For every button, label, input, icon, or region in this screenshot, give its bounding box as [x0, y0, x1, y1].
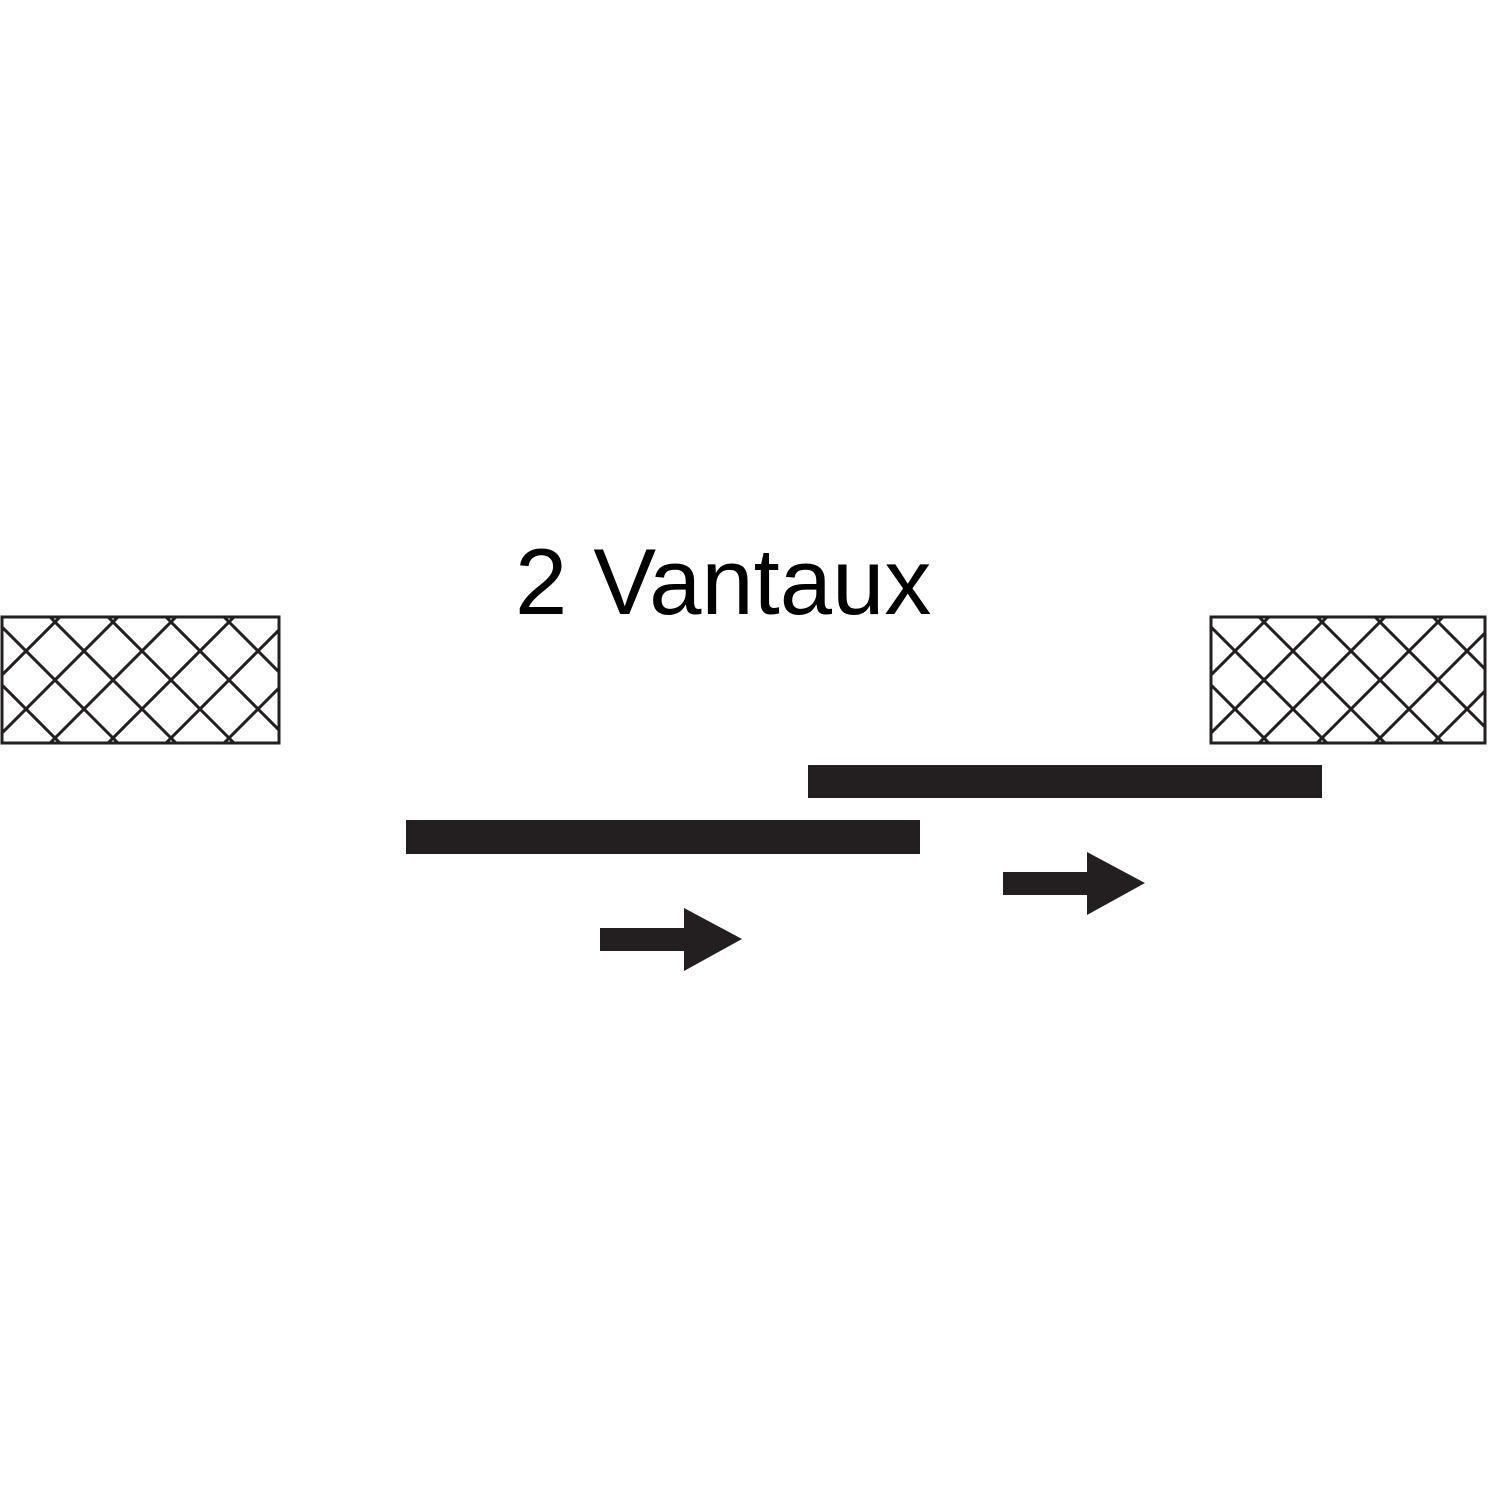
door-leaf-upper	[808, 765, 1322, 798]
diagram-title: 2 Vantaux	[515, 529, 932, 634]
left-wall	[0, 615, 281, 745]
arrow-right-icon	[1003, 852, 1145, 915]
arrow-right-icon	[600, 908, 742, 971]
door-leaf-lower	[406, 820, 920, 854]
right-wall	[1209, 615, 1487, 745]
